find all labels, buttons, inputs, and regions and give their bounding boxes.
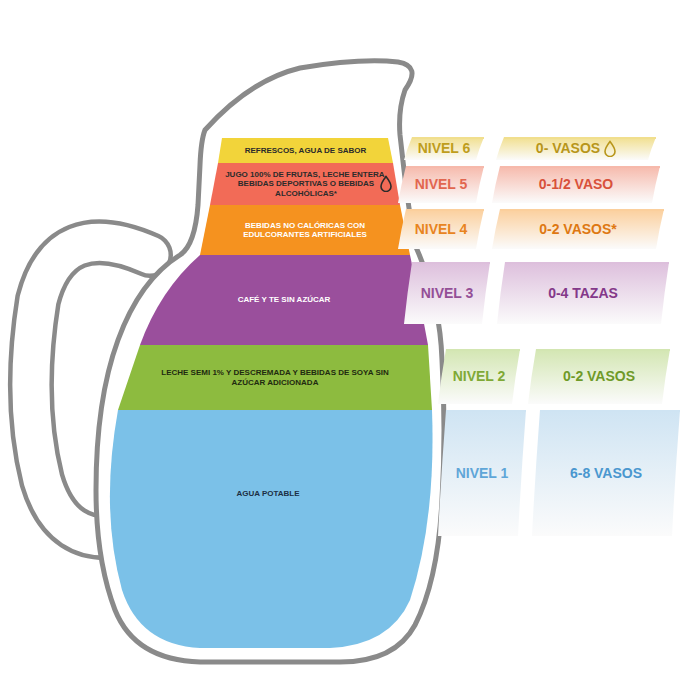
tag-fill	[398, 166, 484, 203]
tag-fill	[398, 209, 484, 249]
tag-fill	[496, 137, 656, 160]
tag-edge	[536, 349, 670, 351]
beverage-band: BEBIDAS NO CALÓRICAS CON EDULCORANTES AR…	[200, 205, 410, 255]
tag-fill	[438, 410, 526, 536]
level-label: NIVEL 4	[415, 221, 468, 237]
level-tag: NIVEL 4	[398, 209, 484, 249]
serving-tag: 0-2 VASOS*	[492, 209, 664, 249]
tag-fill	[438, 349, 520, 404]
tag-edge	[500, 166, 660, 168]
tag-edge	[412, 137, 484, 139]
drop-icon	[380, 175, 392, 192]
beverage-band: LECHE SEMI 1% Y DESCREMADA Y BEBIDAS DE …	[118, 345, 432, 410]
tag-fill	[532, 410, 680, 536]
tag-fill	[528, 349, 670, 404]
tag-edge	[406, 166, 484, 168]
band-fill	[140, 255, 428, 345]
serving-tag: 0-1/2 VASO	[492, 166, 660, 203]
band-fill	[218, 138, 393, 163]
tag-fill	[404, 262, 490, 324]
serving-label: 0-2 VASOS*	[539, 221, 617, 237]
level-label: NIVEL 3	[421, 285, 474, 301]
serving-tag: 0- VASOS	[496, 137, 656, 160]
band-fill	[200, 205, 410, 255]
tag-edge	[406, 209, 484, 211]
tag-edge	[412, 262, 490, 264]
drop-icon	[604, 140, 616, 157]
level-label: NIVEL 6	[418, 140, 471, 156]
tag-edge	[504, 137, 656, 139]
level-tag: NIVEL 6	[404, 137, 484, 160]
drop-shape	[605, 142, 615, 157]
serving-tag: 6-8 VASOS	[532, 410, 680, 536]
pitcher-body	[96, 61, 444, 662]
drop-shape	[381, 177, 391, 192]
tag-fill	[492, 209, 664, 249]
band-shape	[100, 410, 436, 648]
tag-edge	[446, 349, 520, 351]
band-text: BEBIDAS NO CALÓRICAS CON EDULCORANTES AR…	[220, 221, 390, 239]
band-text: AGUA POTABLE	[236, 489, 299, 498]
tag-edge	[505, 262, 669, 264]
beverage-band: CAFÉ Y TE SIN AZÚCAR	[140, 255, 428, 345]
band-fill	[118, 345, 432, 410]
serving-label: 0-1/2 VASO	[539, 176, 613, 192]
band-text: CAFÉ Y TE SIN AZÚCAR	[238, 295, 331, 304]
band-text: REFRESCOS, AGUA DE SABOR	[245, 146, 367, 155]
tag-edge	[500, 209, 664, 211]
tag-fill	[492, 166, 660, 203]
level-label: NIVEL 1	[456, 465, 509, 481]
beverage-band: JUGO 100% DE FRUTAS, LECHE ENTERA, BEBID…	[210, 163, 402, 205]
band-fill	[110, 410, 433, 648]
serving-label: 0-4 TAZAS	[548, 285, 618, 301]
tag-fill	[497, 262, 669, 324]
serving-label: 6-8 VASOS	[570, 465, 642, 481]
tag-fill	[404, 137, 484, 160]
band-fill	[210, 163, 400, 205]
tag-edge	[540, 410, 680, 412]
band-text: LECHE SEMI 1% Y DESCREMADA Y BEBIDAS DE …	[145, 368, 405, 386]
level-label: NIVEL 5	[415, 176, 468, 192]
serving-tag: 0-2 VASOS	[528, 349, 670, 404]
level-tag: NIVEL 5	[398, 166, 484, 203]
level-label: NIVEL 2	[453, 368, 506, 384]
band-text: JUGO 100% DE FRUTAS, LECHE ENTERA, BEBID…	[223, 170, 389, 198]
tag-edge	[446, 410, 526, 412]
serving-tag: 0-4 TAZAS	[497, 262, 669, 324]
level-tag: NIVEL 3	[404, 262, 490, 324]
level-tag: NIVEL 2	[438, 349, 520, 404]
beverage-band: AGUA POTABLE	[100, 410, 436, 648]
beverage-band: REFRESCOS, AGUA DE SABOR	[218, 138, 393, 163]
serving-label: 0- VASOS	[536, 140, 600, 156]
serving-label: 0-2 VASOS	[563, 368, 635, 384]
tag-row: 0- VASOS	[536, 140, 616, 157]
level-tag: NIVEL 1	[438, 410, 526, 536]
